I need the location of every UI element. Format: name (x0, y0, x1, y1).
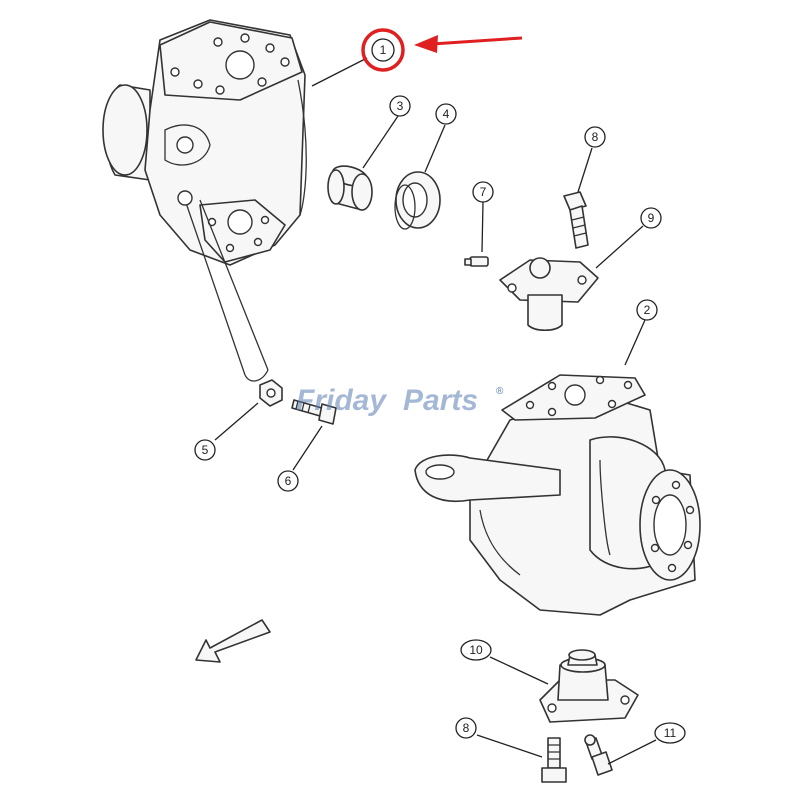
leader-lines (214, 57, 657, 765)
knuckle-part-1 (102, 19, 307, 382)
callout-1-label: 1 (380, 43, 387, 57)
fitting-part-7 (464, 256, 489, 267)
watermark-text-part2: Parts (403, 384, 478, 417)
balljoint-part-10 (539, 649, 639, 723)
knuckle-part-2 (414, 374, 701, 616)
callout-4[interactable]: 4 (435, 103, 457, 125)
callout-3-label: 3 (397, 99, 404, 113)
callout-9-label: 9 (648, 211, 655, 225)
callout-11-label: 11 (664, 726, 677, 740)
callout-6-label: 6 (285, 474, 292, 488)
callout-5-label: 5 (202, 443, 209, 457)
front-direction-arrow-icon (195, 619, 271, 663)
nut-part-5 (259, 379, 283, 407)
callout-6[interactable]: 6 (277, 470, 299, 492)
callout-9[interactable]: 9 (640, 207, 662, 229)
callout-10[interactable]: 10 (460, 639, 492, 661)
callout-11[interactable]: 11 (654, 722, 686, 744)
bolt-part-8-lower (541, 737, 567, 783)
callout-7[interactable]: 7 (472, 181, 494, 203)
callout-3[interactable]: 3 (389, 95, 411, 117)
callout-8-upper[interactable]: 8 (584, 126, 606, 148)
watermark-text-part1: Friday (296, 384, 387, 417)
callout-7-label: 7 (480, 185, 487, 199)
callout-4-label: 4 (443, 107, 450, 121)
red-pointer-arrow-icon (414, 35, 523, 53)
bushing-part-3 (327, 165, 373, 211)
highlight-ring (361, 28, 405, 72)
callout-8-lower-label: 8 (463, 721, 470, 735)
callout-8-lower[interactable]: 8 (455, 717, 477, 739)
balljoint-part-9 (499, 257, 599, 332)
callout-2-label: 2 (644, 303, 651, 317)
callout-2[interactable]: 2 (636, 299, 658, 321)
bolt-part-8-upper (563, 191, 589, 249)
fitting-part-11 (584, 734, 613, 776)
callout-10-label: 10 (469, 643, 483, 657)
callout-8-upper-label: 8 (592, 130, 599, 144)
callout-1[interactable]: 1 (371, 38, 395, 62)
pin-part-6 (291, 399, 337, 425)
watermark-logo: Friday Parts ® (296, 384, 504, 417)
seal-part-4 (394, 171, 441, 230)
callout-5[interactable]: 5 (194, 439, 216, 461)
watermark-reg-mark: ® (496, 386, 504, 397)
